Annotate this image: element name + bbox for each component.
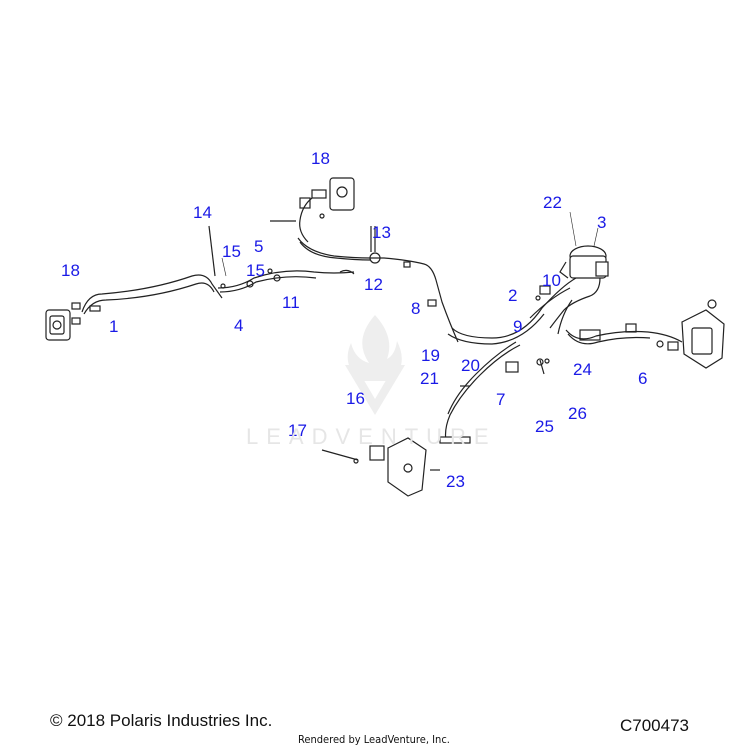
copyright-notice: © 2018 Polaris Industries Inc. <box>50 711 273 730</box>
callout-19: 19 <box>421 346 440 365</box>
callout-15-upper: 15 <box>222 242 241 261</box>
callout-17: 17 <box>288 421 307 440</box>
callout-16: 16 <box>346 389 365 408</box>
callout-25: 25 <box>535 417 554 436</box>
callout-3: 3 <box>597 213 607 232</box>
leadventure-watermark: LEADVENTURE <box>246 424 497 449</box>
callout-24: 24 <box>573 360 592 379</box>
callout-7: 7 <box>496 390 506 409</box>
callout-18-top: 18 <box>311 149 330 168</box>
callout-8: 8 <box>411 299 421 318</box>
callout-20: 20 <box>461 356 480 375</box>
rendered-by-credit: Rendered by LeadVenture, Inc. <box>298 733 450 746</box>
callout-23: 23 <box>446 472 465 491</box>
callout-14: 14 <box>193 203 212 222</box>
rear-bottom-caliper <box>321 437 440 497</box>
master-cylinder <box>559 245 609 279</box>
callout-12: 12 <box>364 275 383 294</box>
callout-21: 21 <box>420 369 439 388</box>
leadventure-watermark-logo <box>345 315 405 415</box>
callout-26: 26 <box>568 404 587 423</box>
brake-line-assembly <box>45 177 725 497</box>
callout-13: 13 <box>372 223 391 242</box>
callout-22: 22 <box>543 193 562 212</box>
callout-5: 5 <box>254 237 264 256</box>
right-front-caliper <box>667 299 725 369</box>
callout-11: 11 <box>282 293 300 312</box>
drawing-code: C700473 <box>620 716 690 735</box>
callout-18-left: 18 <box>61 261 80 280</box>
rear-top-caliper <box>270 177 355 243</box>
left-front-caliper <box>45 302 81 341</box>
callout-15-lower: 15 <box>246 261 265 280</box>
callout-1: 1 <box>109 317 119 336</box>
callout-2: 2 <box>508 286 518 305</box>
callout-9: 9 <box>513 317 523 336</box>
callout-leaders <box>221 211 599 277</box>
callout-6: 6 <box>638 369 648 388</box>
callout-4: 4 <box>234 316 244 335</box>
callout-10: 10 <box>542 271 561 290</box>
